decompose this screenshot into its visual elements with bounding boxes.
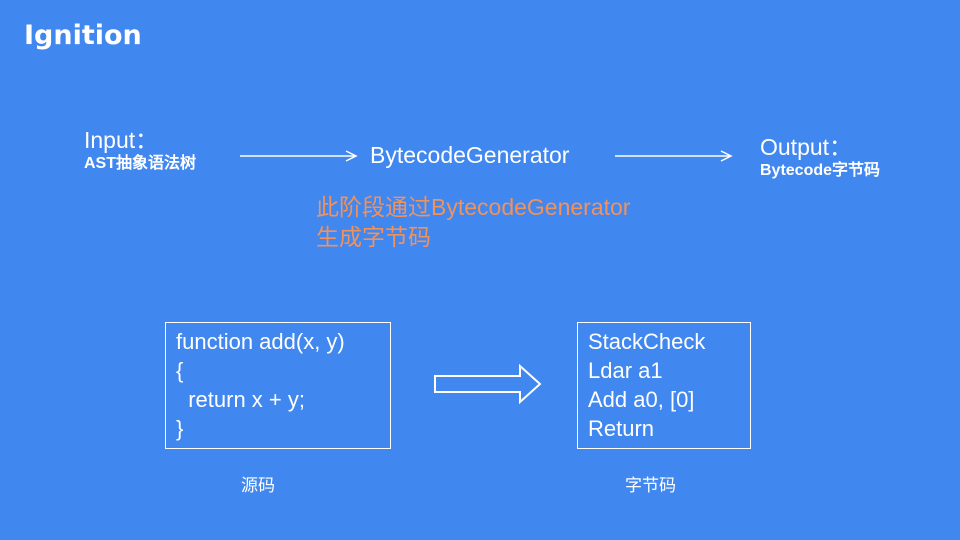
source-code-line: return x + y; bbox=[176, 387, 305, 412]
stage-note-line-1: 此阶段通过BytecodeGenerator bbox=[316, 194, 631, 220]
bytecode-line: Add a0, [0] bbox=[588, 387, 695, 412]
source-code-line: function add(x, y) bbox=[176, 329, 345, 354]
stage-note-line-2: 生成字节码 bbox=[316, 224, 431, 250]
slide-title: Ignition bbox=[24, 20, 142, 51]
arrow-right-icon bbox=[615, 150, 733, 162]
source-code-box: function add(x, y) { return x + y; } bbox=[165, 322, 391, 449]
bytecode-caption: 字节码 bbox=[625, 476, 676, 495]
bytecode-line: Return bbox=[588, 416, 655, 441]
input-block: Input： AST抽象语法树 bbox=[84, 126, 196, 174]
output-description: Bytecode字节码 bbox=[760, 162, 881, 179]
source-code-line: } bbox=[176, 416, 184, 441]
output-label: Output： bbox=[760, 134, 853, 160]
input-description: AST抽象语法树 bbox=[84, 155, 197, 172]
hollow-arrow-right-icon bbox=[434, 363, 542, 405]
bytecode-line: StackCheck bbox=[588, 329, 706, 354]
output-block: Output： Bytecode字节码 bbox=[760, 133, 880, 181]
arrow-right-icon bbox=[240, 150, 358, 162]
input-label: Input： bbox=[84, 127, 159, 153]
stage-note: 此阶段通过BytecodeGenerator 生成字节码 bbox=[316, 192, 630, 252]
bytecode-generator-label: BytecodeGenerator bbox=[370, 142, 570, 168]
source-code-line: { bbox=[176, 358, 184, 383]
bytecode-box: StackCheck Ldar a1 Add a0, [0] Return bbox=[577, 322, 751, 449]
source-caption: 源码 bbox=[241, 476, 275, 495]
bytecode-line: Ldar a1 bbox=[588, 358, 663, 383]
